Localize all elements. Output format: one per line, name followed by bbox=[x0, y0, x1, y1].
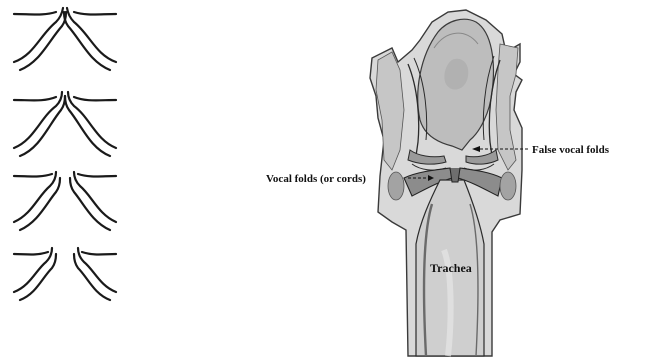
trachea-label: Trachea bbox=[430, 261, 472, 275]
larynx-section bbox=[370, 10, 522, 356]
glottis-thumbnail-closed bbox=[14, 8, 116, 70]
glottis-thumbnail-open bbox=[14, 172, 116, 230]
glottis-thumbnail-wide-open bbox=[14, 248, 116, 300]
glottis-thumbnail-narrow bbox=[14, 92, 116, 156]
vocal-folds-label: Vocal folds (or cords) bbox=[266, 173, 366, 185]
false-folds-label: False vocal folds bbox=[532, 144, 610, 156]
